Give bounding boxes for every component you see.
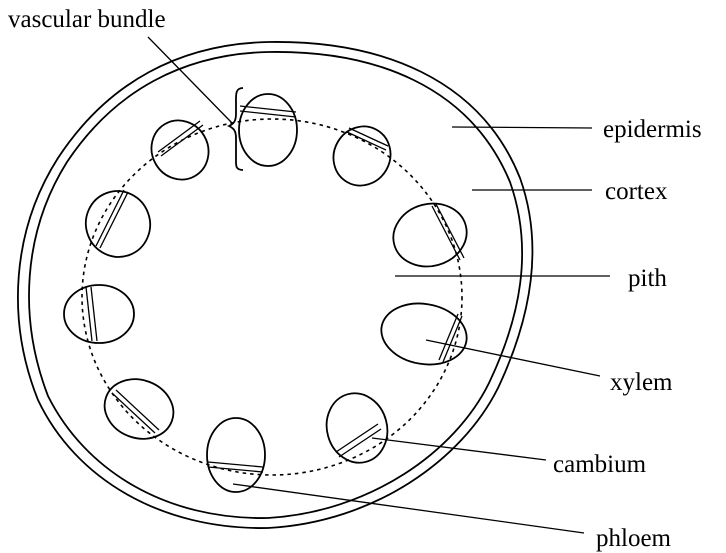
vascular-bundle: [141, 110, 219, 190]
vascular-bundle: [207, 418, 265, 492]
epidermis-label: epidermis: [603, 116, 702, 143]
vascular-bundle: [64, 285, 134, 343]
xylem-leader: [426, 340, 600, 376]
vascular-bundle: [323, 116, 401, 196]
vascular-bundle: [376, 297, 471, 371]
vascular-bundle: [386, 195, 474, 274]
vascular-bundle: [319, 386, 395, 469]
cortex-label: cortex: [605, 178, 668, 205]
vascular-bundle-label: vascular bundle: [8, 6, 166, 33]
vascular-bundle-leader: [148, 37, 233, 124]
vascular-bundle: [96, 370, 182, 448]
vascular-bundle: [77, 182, 160, 266]
epidermis-leader: [452, 127, 592, 128]
cambium-label: cambium: [553, 451, 647, 478]
vascular-bundle-brace: [229, 88, 243, 170]
vascular-bundle: [239, 94, 297, 166]
phloem-label: phloem: [596, 525, 672, 552]
xylem-label: xylem: [610, 369, 673, 396]
cambium-leader: [372, 438, 546, 460]
pith-label: pith: [628, 265, 667, 292]
cambium-ring: [82, 119, 462, 475]
